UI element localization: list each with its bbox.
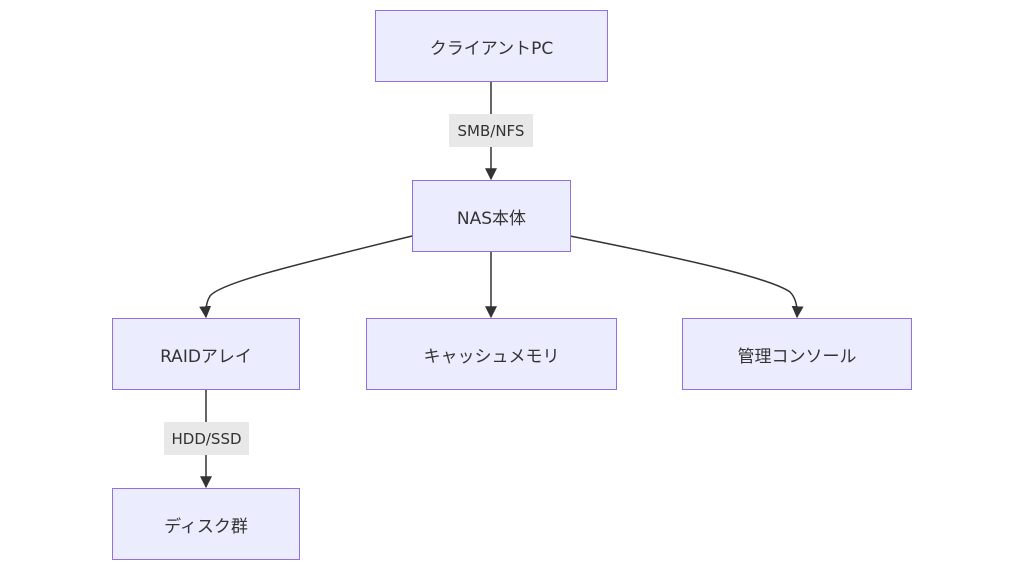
- edge-nas-to-console: [569, 235, 804, 319]
- node-raid: RAIDアレイ: [112, 318, 300, 390]
- node-nas: NAS本体: [412, 180, 571, 252]
- edge-label-smb-nfs: SMB/NFS: [449, 114, 533, 147]
- edge-label-hdd-ssd-text: HDD/SSD: [171, 429, 242, 448]
- node-cache-label: キャッシュメモリ: [423, 346, 560, 367]
- node-client-pc: クライアントPC: [375, 10, 608, 82]
- node-console: 管理コンソール: [682, 318, 912, 390]
- node-console-label: 管理コンソール: [737, 346, 857, 367]
- node-nas-label: NAS本体: [456, 208, 527, 229]
- node-client-pc-label: クライアントPC: [429, 38, 554, 59]
- node-disks-label: ディスク群: [164, 516, 248, 537]
- node-cache: キャッシュメモリ: [366, 318, 617, 390]
- edge-label-hdd-ssd: HDD/SSD: [164, 422, 249, 455]
- edge-nas-to-raid: [199, 235, 413, 319]
- node-raid-label: RAIDアレイ: [160, 346, 252, 367]
- node-disks: ディスク群: [112, 488, 300, 560]
- edge-label-smb-nfs-text: SMB/NFS: [457, 121, 525, 140]
